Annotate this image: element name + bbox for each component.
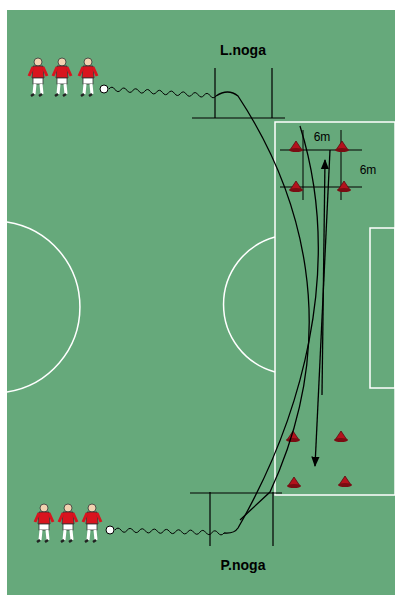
foot-label: L.noga [220,43,266,57]
dimension-label: 6m [359,164,378,176]
dimension-label: 6m [313,131,332,143]
foot-label: P.noga [221,558,266,572]
